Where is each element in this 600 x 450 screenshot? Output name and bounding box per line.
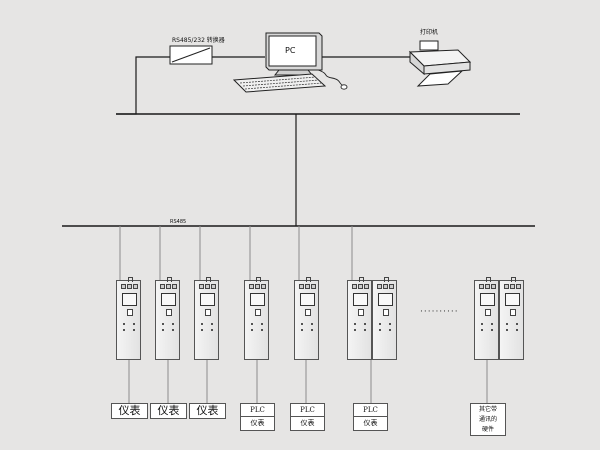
device-label: PLC bbox=[353, 403, 388, 417]
converter-diagonal bbox=[171, 47, 211, 63]
converter-link-line bbox=[116, 56, 170, 115]
cabinet bbox=[499, 277, 524, 360]
bus-label: RS485 bbox=[170, 219, 187, 225]
cabinet bbox=[347, 277, 372, 360]
device-label: 仪表 bbox=[189, 403, 226, 419]
device-label: PLC bbox=[240, 403, 275, 417]
cabinet bbox=[244, 277, 269, 360]
cabinet bbox=[294, 277, 319, 360]
cabinet bbox=[372, 277, 397, 360]
cabinet bbox=[116, 277, 141, 360]
keyboard-icon bbox=[232, 73, 327, 93]
mouse-icon bbox=[317, 69, 348, 90]
cabinet bbox=[155, 277, 180, 360]
converter-label: RS485/232 转换器 bbox=[172, 37, 225, 44]
cabinet bbox=[194, 277, 219, 360]
device-sublabel: 仪表 bbox=[240, 417, 275, 431]
ellipsis: ·········· bbox=[420, 307, 459, 317]
cabinet bbox=[474, 277, 499, 360]
pc-icon bbox=[265, 32, 323, 76]
device-sublabel: 仪表 bbox=[290, 417, 325, 431]
device-sublabel: 仪表 bbox=[353, 417, 388, 431]
device-label: 仪表 bbox=[150, 403, 187, 419]
printer-label: 打印机 bbox=[420, 29, 439, 36]
device-label: 其它带 通讯的 硬件 bbox=[470, 403, 506, 436]
printer-icon bbox=[408, 40, 472, 87]
device-label: PLC bbox=[290, 403, 325, 417]
device-label: 仪表 bbox=[111, 403, 148, 419]
pc-label: PC bbox=[285, 46, 296, 55]
